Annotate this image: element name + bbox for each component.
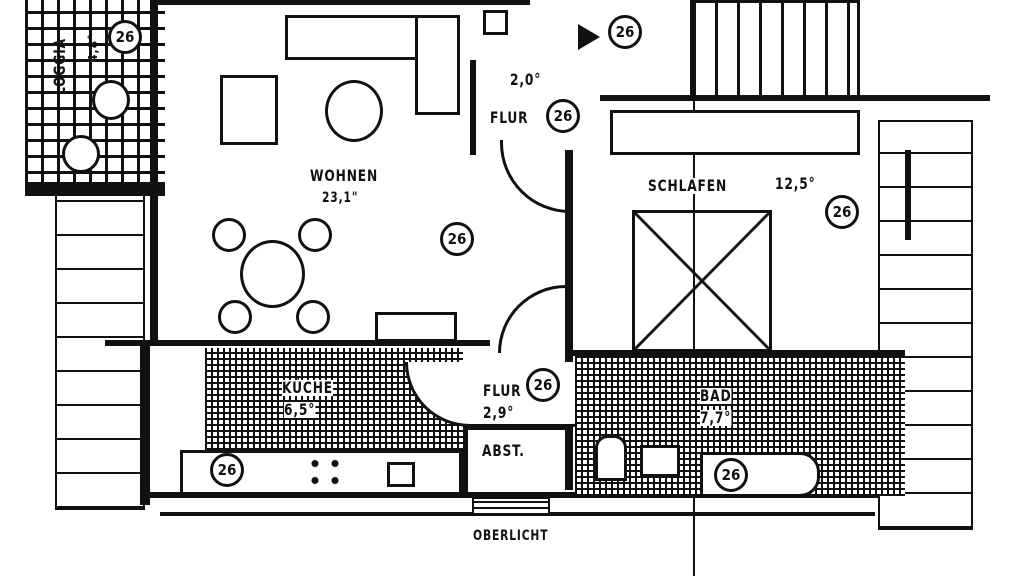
wall — [565, 350, 905, 356]
wall — [150, 0, 530, 5]
bad-label: BAD — [700, 386, 732, 405]
wall — [600, 95, 990, 101]
marker-26: 26 — [825, 195, 859, 229]
roof-left — [55, 190, 145, 510]
flur-bottom-area: 2,9° — [483, 403, 515, 422]
loggia-chair — [62, 135, 100, 173]
marker-26: 26 — [608, 15, 642, 49]
flur-bottom-label: FLUR — [483, 381, 522, 400]
loggia-label: LOGGIA — [50, 38, 69, 95]
wall — [150, 492, 880, 498]
schlafen-area: 12,5° — [775, 174, 816, 193]
wohnen-area: 23,1" — [322, 190, 359, 206]
marker-26: 26 — [440, 222, 474, 256]
wall — [470, 60, 476, 155]
stove — [305, 455, 345, 490]
bed — [632, 210, 772, 352]
marker-26: 26 — [546, 99, 580, 133]
wall — [905, 150, 911, 240]
schlafen-label: SCHLAFEN — [648, 176, 728, 195]
coffee-table — [325, 80, 383, 142]
wall — [140, 345, 150, 505]
cabinet — [483, 10, 508, 35]
flur-top-area: 2,0° — [510, 70, 542, 89]
marker-26: 26 — [210, 453, 244, 487]
chair — [296, 300, 330, 334]
wardrobe — [610, 110, 860, 155]
dining-table — [240, 240, 305, 308]
direction-triangle-icon — [578, 24, 600, 50]
sideboard — [375, 312, 457, 342]
marker-26: 26 — [108, 20, 142, 54]
sofa-corner — [415, 15, 460, 115]
kueche-floor — [205, 348, 463, 450]
washbasin — [640, 445, 680, 477]
door-swing — [500, 140, 573, 213]
wohnen-label: WOHNEN — [310, 166, 379, 185]
loggia-chair — [92, 80, 130, 120]
sink — [387, 462, 415, 487]
oberlicht-label: OBERLICHT — [473, 528, 549, 544]
kueche-label: KÜCHE — [282, 378, 334, 397]
wall — [465, 426, 570, 430]
marker-26: 26 — [714, 458, 748, 492]
bad-area: 7,7° — [700, 408, 732, 427]
wall — [462, 410, 468, 495]
chair — [212, 218, 246, 252]
flur-top-label: FLUR — [490, 108, 529, 127]
marker-26: 26 — [526, 368, 560, 402]
loggia-area: 4,8° — [86, 33, 100, 62]
door-swing — [498, 285, 571, 353]
abst-label: ABST. — [482, 441, 525, 460]
chair — [298, 218, 332, 252]
chair — [218, 300, 252, 334]
wall — [25, 182, 165, 196]
toilet — [595, 435, 627, 481]
wall — [105, 340, 490, 346]
kueche-area: 6,5° — [284, 400, 316, 419]
skylight — [472, 497, 550, 515]
staircase — [690, 0, 860, 100]
armchair — [220, 75, 278, 145]
wall — [150, 0, 158, 340]
